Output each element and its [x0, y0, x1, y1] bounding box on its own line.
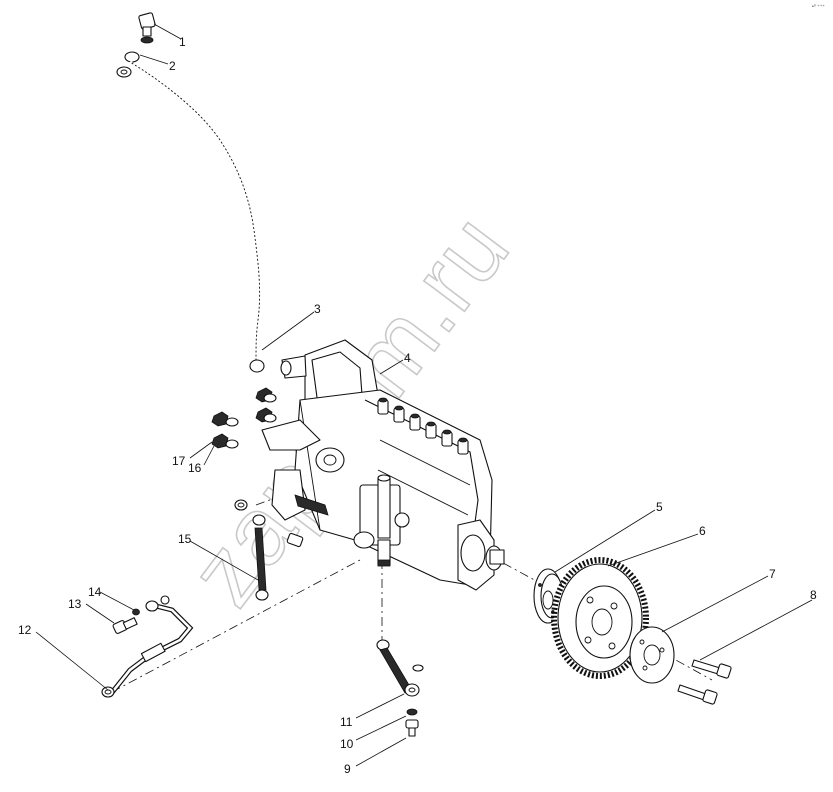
delivery-valves — [377, 397, 469, 455]
corner-mark: •⁰ ⁺⁺⁺ — [812, 4, 825, 10]
banjo-bolt-top — [138, 12, 156, 44]
oil-line-11 — [376, 639, 424, 697]
callout-13: 13 — [68, 597, 82, 611]
fuel-line — [128, 60, 265, 373]
oil-line-15 — [234, 499, 304, 601]
callout-16: 16 — [188, 461, 202, 475]
callout-11: 11 — [340, 715, 353, 729]
nuts-washers-16-17 — [211, 387, 277, 449]
callout-1: 1 — [179, 35, 186, 49]
callout-4: 4 — [404, 351, 411, 365]
oil-line-12 — [101, 595, 194, 698]
banjo-bolt-13 — [112, 617, 138, 634]
callout-9: 9 — [344, 762, 351, 776]
washer-top — [116, 51, 140, 78]
callout-17: 17 — [172, 454, 186, 468]
callouts: 1 2 3 4 5 6 7 8 9 10 11 12 13 14 15 16 1… — [18, 35, 817, 776]
callout-12: 12 — [18, 623, 32, 637]
callout-2: 2 — [169, 59, 176, 73]
callout-6: 6 — [699, 524, 706, 538]
callout-3: 3 — [314, 302, 321, 316]
gear-6 — [551, 557, 649, 679]
callout-15: 15 — [178, 532, 192, 546]
injection-pump — [261, 339, 505, 591]
callout-7: 7 — [769, 567, 776, 581]
callout-5: 5 — [656, 500, 663, 514]
bolt-9 — [405, 719, 419, 737]
callout-14: 14 — [88, 585, 102, 599]
callout-10: 10 — [340, 737, 354, 751]
washer-10 — [406, 708, 418, 716]
plate-7 — [629, 626, 675, 684]
leader-lines — [35, 23, 813, 767]
callout-8: 8 — [810, 588, 817, 602]
washer-14 — [132, 608, 140, 616]
bolts-8 — [677, 659, 732, 705]
